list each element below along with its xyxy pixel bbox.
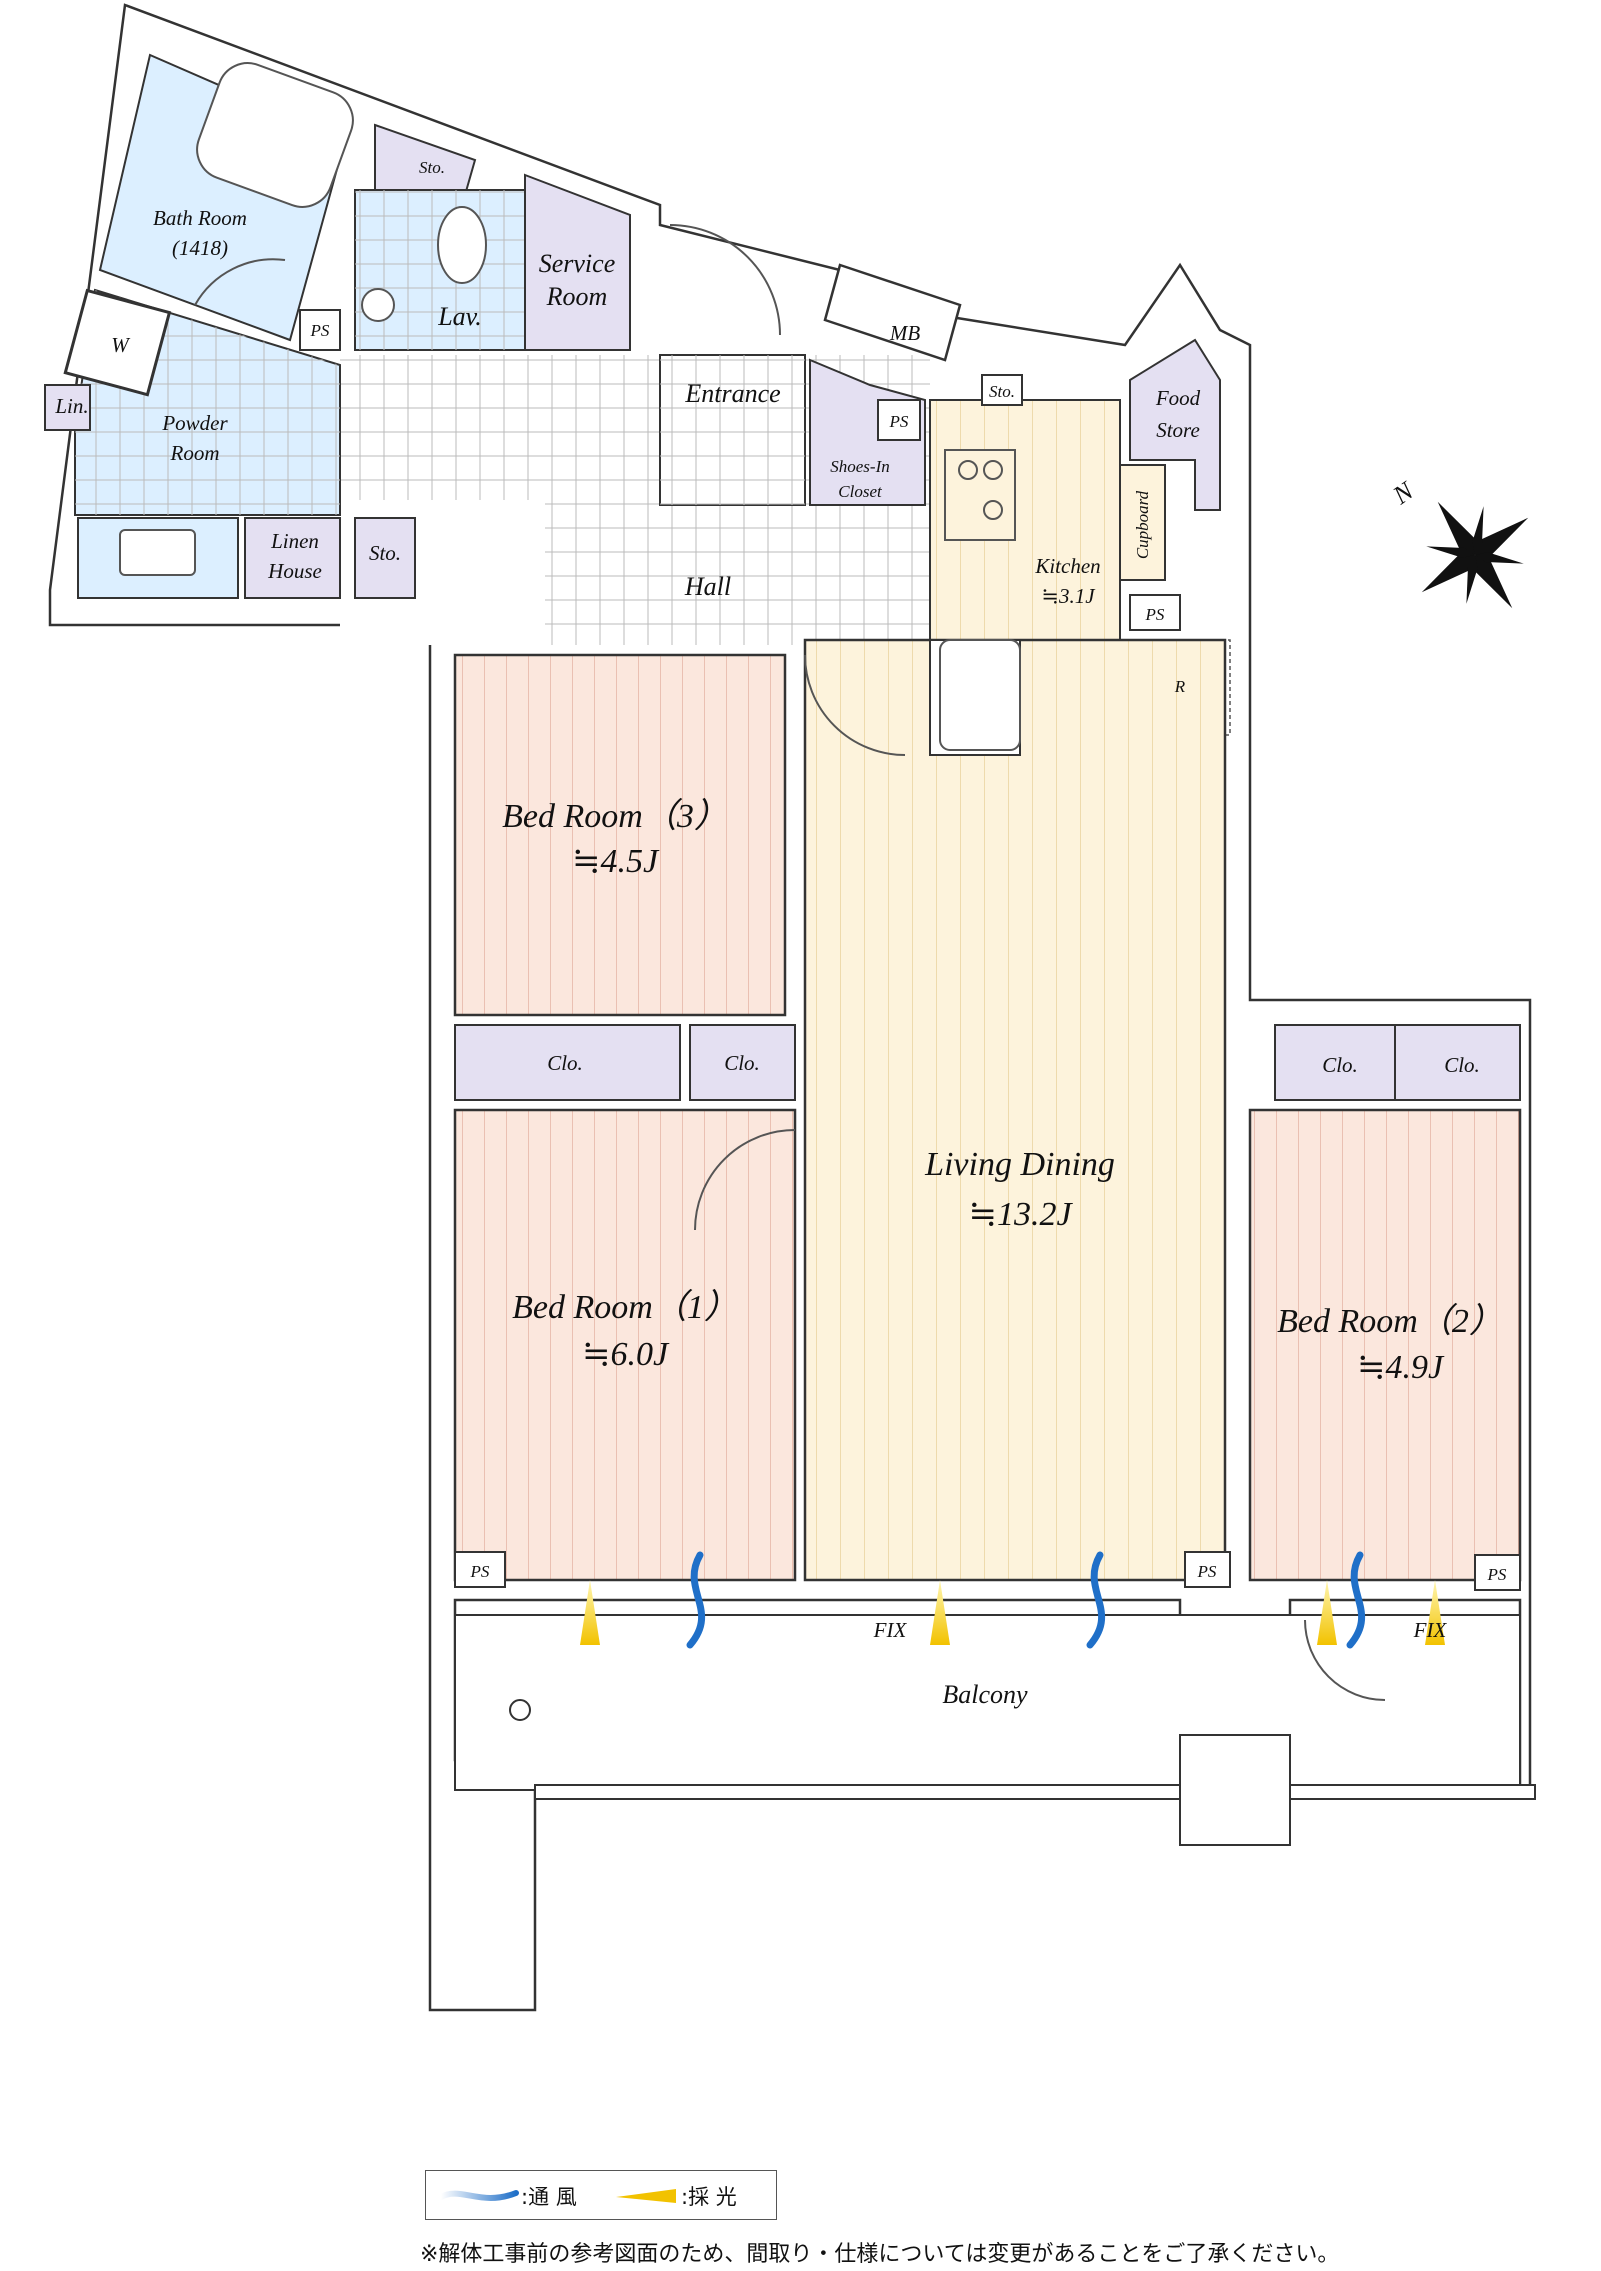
label-compass: N xyxy=(1387,475,1420,510)
bedroom-3 xyxy=(453,653,787,1017)
shoes-closet xyxy=(809,358,926,506)
label-hall: Hall xyxy=(684,572,731,601)
closet-a xyxy=(454,1024,681,1101)
light-icon xyxy=(1317,1580,1337,1645)
cupboard xyxy=(1119,464,1166,581)
bedroom-1 xyxy=(453,1108,797,1582)
label-entrance: Entrance xyxy=(684,379,780,408)
powder-sink xyxy=(119,529,196,576)
closet-b xyxy=(689,1024,796,1101)
wind-icon xyxy=(686,1551,705,1649)
label-bed3-name: Bed Room（3） xyxy=(502,797,728,835)
label-sto-hall: Sto. xyxy=(369,541,401,565)
label-clo-b: Clo. xyxy=(724,1051,760,1075)
sto-hall xyxy=(354,517,416,599)
label-clo-c: Clo. xyxy=(1322,1053,1358,1077)
ps-entrance-box xyxy=(877,399,921,441)
label-mb: MB xyxy=(889,321,920,345)
door-bed1 xyxy=(694,1129,796,1231)
label-food-1: Food xyxy=(1155,386,1201,410)
legend: :通 風 :採 光 xyxy=(425,2170,777,2220)
label-powder-1: Powder xyxy=(161,411,228,435)
label-bath-sub: (1418) xyxy=(172,236,228,260)
label-clo-d: Clo. xyxy=(1444,1053,1480,1077)
label-kitchen-name: Kitchen xyxy=(1034,554,1100,578)
label-living-size: ≒13.2J xyxy=(968,1196,1073,1233)
label-linen-1: Linen xyxy=(270,529,319,553)
label-washer: W xyxy=(111,333,131,357)
label-bed1-size: ≒6.0J xyxy=(582,1336,670,1373)
label-powder-2: Room xyxy=(170,441,220,465)
service-room xyxy=(524,173,631,351)
balcony-area xyxy=(454,1614,1521,1791)
disclaimer-note: ※解体工事前の参考図面のため、間取り・仕様については変更があることをご了承くださ… xyxy=(420,2242,1340,2267)
label-lav: Lav. xyxy=(437,302,482,331)
label-ps-bath: PS xyxy=(310,321,330,340)
wind-legend-icon xyxy=(438,2190,519,2201)
label-bed2-size: ≒4.9J xyxy=(1357,1349,1445,1386)
ps-bath-box xyxy=(299,309,341,351)
label-ps-entrance: PS xyxy=(889,412,909,431)
label-ps-b2: PS xyxy=(1487,1565,1507,1584)
label-service-2: Room xyxy=(546,282,608,311)
label-bed1-name: Bed Room（1） xyxy=(512,1288,738,1326)
label-cupboard: Cupboard xyxy=(1133,490,1152,559)
door-ld xyxy=(804,654,906,756)
label-living-name: Living Dining xyxy=(924,1146,1115,1183)
door-balcony xyxy=(1304,1619,1386,1701)
bathtub xyxy=(196,62,354,208)
label-kitchen-size: ≒3.1J xyxy=(1041,584,1096,608)
wind-icon xyxy=(1346,1551,1365,1649)
ps-kitchen-box xyxy=(1129,594,1181,631)
label-bed2-name: Bed Room（2） xyxy=(1277,1302,1503,1340)
food-store xyxy=(1129,338,1221,511)
label-ps-ld: PS xyxy=(1197,1562,1217,1581)
light-legend-icon xyxy=(616,2189,676,2203)
label-fix-1: FIX xyxy=(873,1618,908,1642)
wind-icon xyxy=(1086,1551,1105,1649)
sto-kitchen-box xyxy=(981,374,1023,406)
label-lin: Lin. xyxy=(54,394,88,418)
label-shoes-2: Closet xyxy=(838,482,883,501)
label-clo-a: Clo. xyxy=(547,1051,583,1075)
label-ps-b1: PS xyxy=(470,1562,490,1581)
linen-house xyxy=(244,517,341,599)
label-service-1: Service xyxy=(539,249,616,278)
balcony-rail xyxy=(534,1784,1536,1800)
label-food-2: Store xyxy=(1156,418,1200,442)
label-fix-2: FIX xyxy=(1413,1618,1448,1642)
label-sto-kitchen: Sto. xyxy=(989,382,1015,401)
cooktop xyxy=(944,449,1016,541)
balcony-unit xyxy=(1179,1734,1291,1846)
closet-d xyxy=(1394,1024,1521,1101)
door-bath xyxy=(194,258,286,306)
light-icon xyxy=(930,1580,950,1645)
label-fridge: R xyxy=(1174,677,1186,696)
light-icon xyxy=(580,1580,600,1645)
label-balcony: Balcony xyxy=(942,1680,1028,1709)
legend-light-label: :採 光 xyxy=(681,2185,737,2209)
label-shoes-1: Shoes-In xyxy=(830,457,889,476)
living-dining xyxy=(803,638,1227,1582)
label-linen-2: House xyxy=(267,559,322,583)
label-bath-name: Bath Room xyxy=(153,206,247,230)
mb-box xyxy=(823,263,962,362)
washer xyxy=(63,288,172,397)
ps-b1-box xyxy=(454,1551,506,1588)
toilet xyxy=(437,206,487,284)
lin-shelf xyxy=(44,384,91,431)
ps-ld-box xyxy=(1184,1551,1231,1588)
light-icon xyxy=(1425,1580,1445,1645)
label-bed3-size: ≒4.5J xyxy=(572,843,660,880)
lav-sink xyxy=(361,288,395,322)
label-sto-top: Sto. xyxy=(419,158,445,177)
label-ps-kitchen: PS xyxy=(1145,605,1165,624)
door-entrance xyxy=(669,224,781,336)
legend-wind-label: :通 風 xyxy=(521,2185,577,2209)
ps-b2-box xyxy=(1474,1554,1521,1591)
bedroom-2 xyxy=(1248,1108,1522,1582)
compass-icon xyxy=(1421,501,1529,609)
balcony-drain xyxy=(509,1699,531,1721)
